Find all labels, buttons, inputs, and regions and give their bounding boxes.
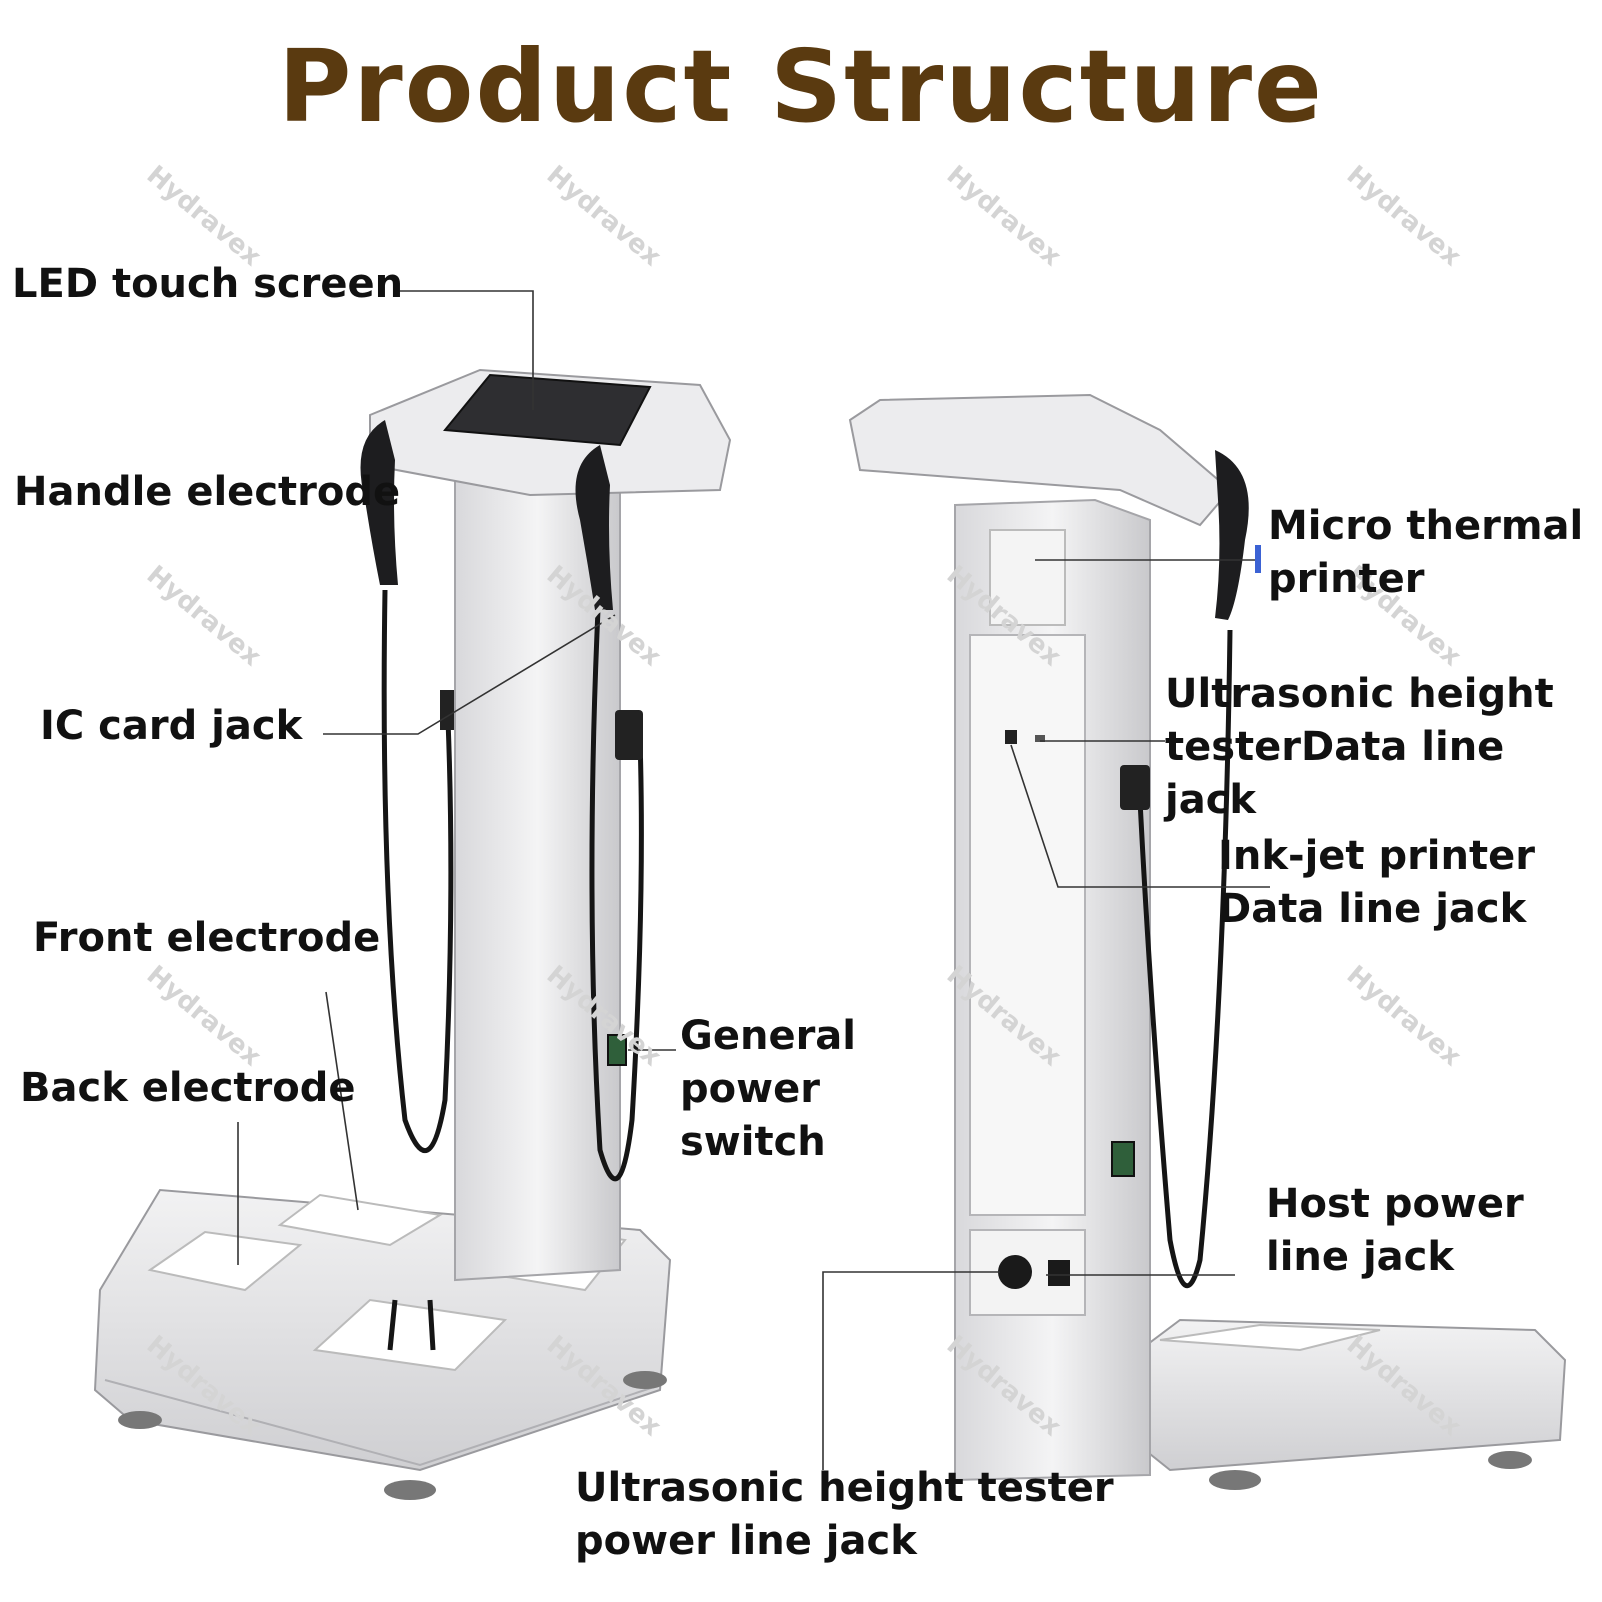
label-back-electrode: Back electrode — [20, 1065, 356, 1111]
front-view-device — [93, 368, 732, 1500]
right-handle — [575, 445, 613, 610]
label-ultrasonic-power-jack: Ultrasonic height tester power line jack — [575, 1465, 1114, 1564]
leader-ic-card-jack — [323, 614, 616, 735]
label-host-power-jack: Host power line jack — [1266, 1181, 1524, 1280]
back-service-panel — [969, 634, 1086, 1216]
right-cable — [589, 609, 644, 1182]
back-cable — [1137, 629, 1233, 1289]
front-electrode-left — [277, 1193, 443, 1247]
label-ultrasonic-data-jack: Ultrasonic height testerData line jack — [1165, 671, 1554, 823]
label-micro-thermal-printer: Micro thermal printer — [1268, 503, 1584, 602]
general-power-switch — [607, 1034, 627, 1066]
leader-inkjet-data-jack — [1010, 744, 1270, 888]
left-handle — [360, 420, 398, 585]
back-electrode-left — [147, 1230, 303, 1292]
diagram-title: Product Structure — [278, 28, 1324, 145]
host-power-socket — [998, 1255, 1032, 1289]
leader-lines — [237, 290, 1270, 1470]
back-handle — [1215, 450, 1249, 620]
left-cable — [381, 589, 454, 1154]
leader-front-electrode — [325, 991, 359, 1211]
leader-led-touch-screen — [396, 290, 534, 410]
micro-thermal-printer-slot — [989, 529, 1066, 626]
label-ic-card-jack: IC card jack — [40, 703, 303, 749]
label-handle-electrode: Handle electrode — [14, 469, 401, 515]
led-touch-screen — [443, 373, 652, 447]
label-front-electrode: Front electrode — [33, 915, 381, 961]
leader-ultrasonic-power-jack — [822, 1271, 1000, 1470]
back-electrode-right — [312, 1298, 508, 1372]
label-general-power-switch: General power switch — [680, 1013, 856, 1165]
label-led-touch-screen: LED touch screen — [12, 261, 404, 307]
back-view-device — [848, 393, 1567, 1490]
ic-card-jack — [440, 690, 454, 730]
label-inkjet-data-jack: Ink-jet printer Data line jack — [1218, 833, 1535, 932]
